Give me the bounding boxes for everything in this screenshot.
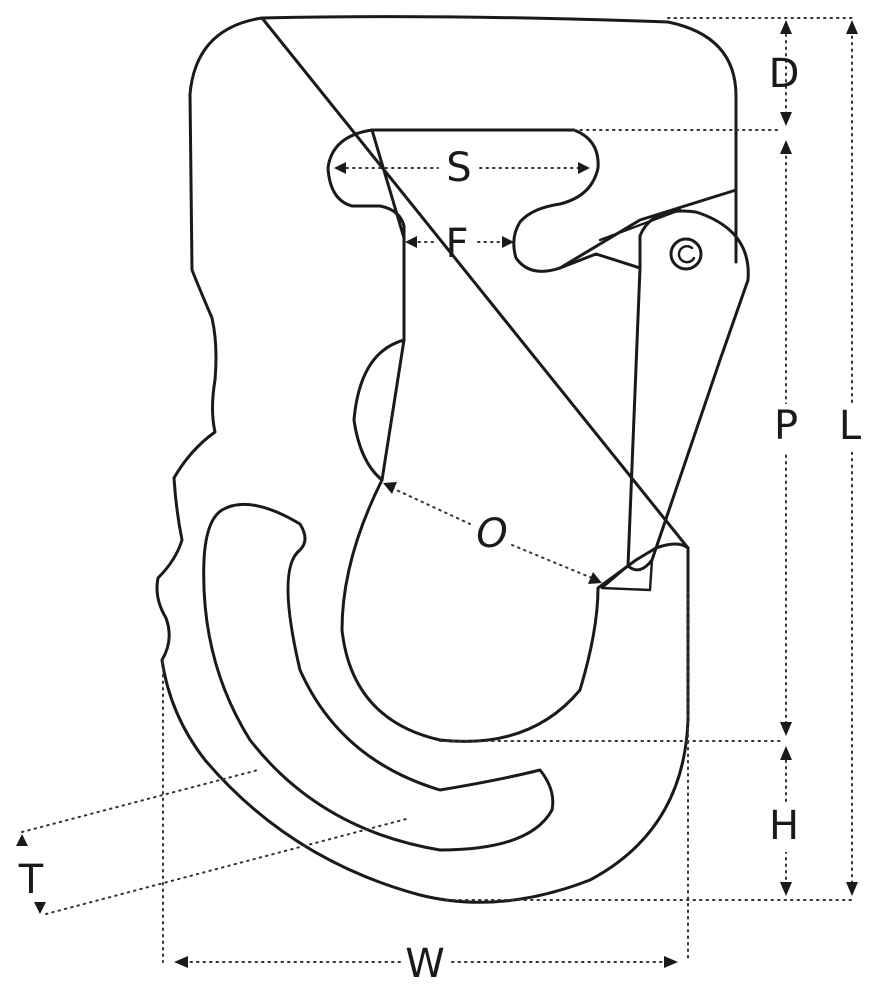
- arrow-p-top: [780, 140, 792, 154]
- label-h-bg: [764, 804, 808, 852]
- pivot-pin: [669, 237, 703, 271]
- ref-line-t-lower: [45, 817, 411, 915]
- arrow-s-right: [578, 162, 590, 174]
- label-l-bg: [832, 404, 871, 452]
- arrow-o-right: [588, 572, 602, 584]
- arrow-w-right: [664, 956, 678, 968]
- arrow-o-left: [383, 482, 397, 494]
- arrow-d-bottom: [780, 112, 792, 126]
- arrow-h-bottom: [780, 882, 792, 896]
- gate-lever: [626, 209, 750, 572]
- arrow-w-left: [174, 956, 188, 968]
- ref-line-t-upper: [21, 769, 259, 833]
- gate-lever-tip: [600, 558, 654, 592]
- hook-bore: [340, 236, 690, 743]
- label-d: D: [769, 51, 800, 97]
- arrow-d-top: [780, 20, 792, 34]
- arrow-t-bottom: [34, 902, 46, 914]
- arrow-f-right: [502, 236, 514, 248]
- top-slot: [326, 128, 642, 273]
- label-o: O: [476, 511, 507, 557]
- arrow-l-top: [846, 20, 858, 34]
- hook-body-outline: [155, 15, 738, 904]
- arrow-f-left: [405, 236, 417, 248]
- dim-line-o-left: [391, 487, 471, 525]
- label-s: S: [446, 145, 471, 191]
- label-p: P: [774, 403, 798, 449]
- inner-bump: [352, 338, 406, 482]
- label-p-bg: [764, 404, 808, 452]
- gate-seat-inner: [598, 208, 682, 242]
- arrow-s-left: [334, 162, 346, 174]
- label-l: L: [839, 403, 862, 449]
- label-f: F: [445, 221, 468, 267]
- pivot-pin-inner: [677, 245, 696, 264]
- arrow-h-top: [780, 746, 792, 760]
- arrow-p-bottom: [780, 722, 792, 736]
- label-w: W: [405, 941, 445, 987]
- gate-seat: [558, 188, 738, 270]
- arrow-l-bottom: [846, 882, 858, 896]
- lower-groove: [202, 503, 555, 852]
- arrow-t-top: [16, 834, 28, 846]
- label-h: H: [769, 803, 799, 849]
- label-t: T: [18, 857, 44, 903]
- dim-line-o-right: [511, 544, 593, 579]
